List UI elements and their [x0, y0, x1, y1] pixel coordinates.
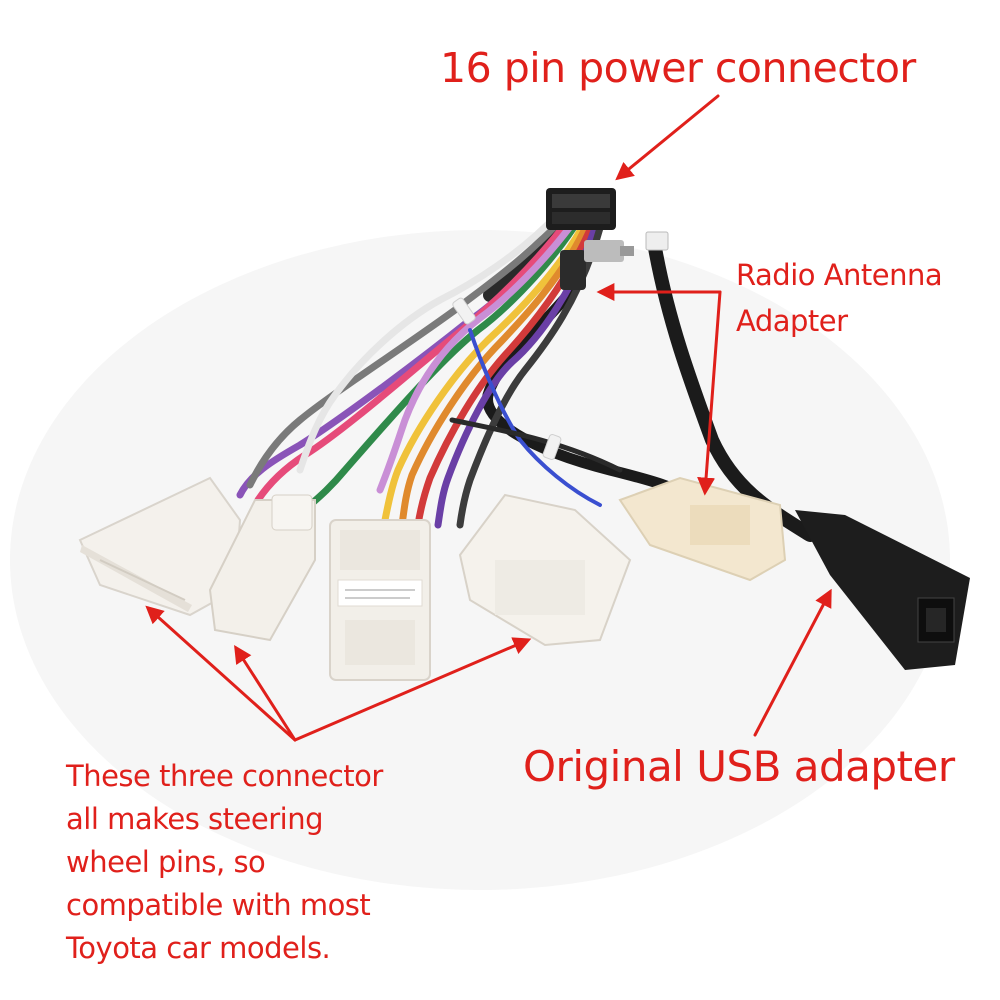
- white-connector-plug: [208, 494, 316, 642]
- arrow-to-antenna-adapter: [697, 290, 722, 496]
- wire-bundle: [236, 208, 623, 529]
- usb-adapter-label: Original USB adapter: [523, 742, 955, 791]
- white-connector-left: [78, 476, 242, 617]
- steering-note-line: Toyota car models.: [66, 931, 331, 965]
- arrow-to-plug-connector: [234, 644, 297, 742]
- antenna-plug: [560, 240, 634, 290]
- arrow-to-right-connector: [293, 637, 532, 742]
- radio-antenna-label-line: Adapter: [736, 304, 848, 338]
- steering-note-line: These three connector: [66, 759, 383, 793]
- radio-antenna-label: Radio Antenna Adapter: [736, 252, 943, 344]
- sixteen-pin-connector: [546, 188, 616, 230]
- white-connector-right: [458, 493, 632, 647]
- white-connector-center: [329, 519, 431, 681]
- power-connector-label: 16 pin power connector: [440, 44, 916, 92]
- radio-antenna-label-line: Radio Antenna: [736, 258, 943, 292]
- arrow-to-16-pin: [615, 94, 720, 181]
- steering-note-line: compatible with most: [66, 888, 371, 922]
- usb-adapter-connector: [795, 510, 970, 670]
- arrow-to-left-connector: [145, 605, 297, 742]
- steering-note-label: These three connector all makes steering…: [66, 755, 383, 970]
- annotation-arrows: [145, 94, 832, 742]
- arrow-to-usb-adapter: [753, 588, 832, 737]
- antenna-adapter-connector: [618, 476, 787, 582]
- steering-note-line: wheel pins, so: [66, 845, 266, 879]
- steering-note-line: all makes steering: [66, 802, 323, 836]
